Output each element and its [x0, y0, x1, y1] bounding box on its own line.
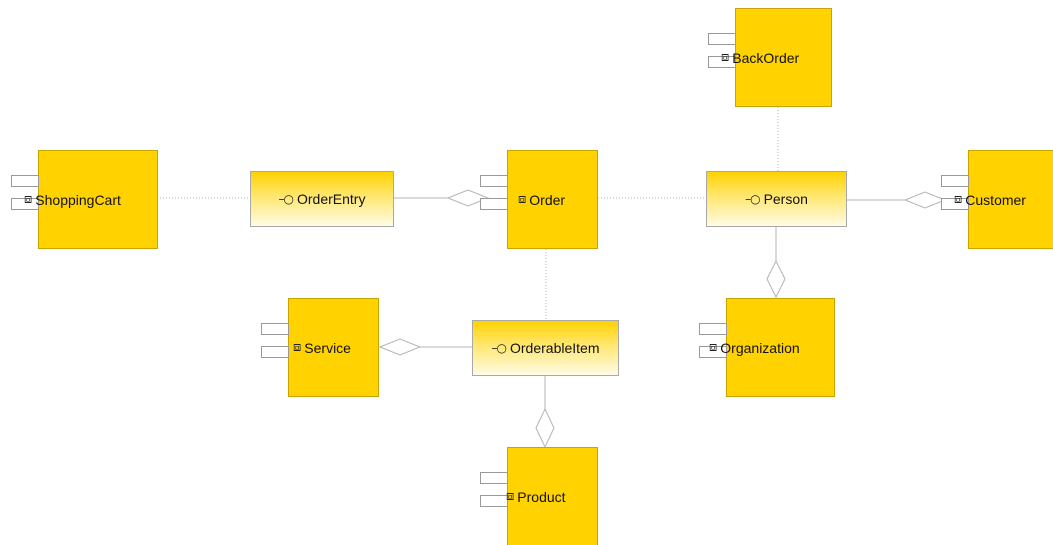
- component-tab: [480, 472, 508, 484]
- component-icon: ⧈: [721, 50, 730, 65]
- interface-person[interactable]: –○ Person: [706, 171, 847, 227]
- interface-orderableitem[interactable]: –○ OrderableItem: [472, 320, 619, 376]
- component-tab: [11, 198, 39, 210]
- component-tab: [11, 175, 39, 187]
- component-tab: [480, 198, 508, 210]
- aggregation-diamond: [766, 259, 786, 299]
- component-tab: [708, 33, 736, 45]
- component-name: Organization: [720, 339, 800, 356]
- component-tab: [708, 56, 736, 68]
- component-name: Customer: [965, 191, 1026, 208]
- component-product[interactable]: ⧈ Product: [480, 447, 598, 545]
- interface-lollipop-icon: –○: [278, 192, 295, 206]
- component-tab: [261, 346, 289, 358]
- component-customer[interactable]: ⧈ Customer: [941, 150, 1053, 249]
- component-icon: ⧈: [518, 192, 527, 207]
- aggregation-diamond: [535, 407, 555, 449]
- interface-lollipop-icon: –○: [491, 341, 508, 355]
- component-order[interactable]: ⧈ Order: [480, 150, 598, 249]
- component-tab: [941, 198, 969, 210]
- component-name: Order: [529, 191, 566, 208]
- component-backorder[interactable]: ⧈ BackOrder: [708, 8, 832, 107]
- component-name: Product: [517, 488, 566, 505]
- component-organization[interactable]: ⧈ Organization: [699, 298, 835, 397]
- aggregation-diamond: [378, 338, 422, 356]
- component-tab: [480, 495, 508, 507]
- component-service[interactable]: ⧈ Service: [261, 298, 379, 397]
- component-name: ShoppingCart: [35, 191, 121, 208]
- component-icon: ⧈: [709, 340, 718, 355]
- component-tab: [480, 175, 508, 187]
- interface-lollipop-icon: –○: [745, 192, 761, 206]
- component-tab: [699, 323, 727, 335]
- interface-name: OrderEntry: [297, 191, 366, 207]
- interface-name: OrderableItem: [510, 340, 600, 356]
- component-name: BackOrder: [732, 49, 800, 66]
- component-icon: ⧈: [506, 489, 515, 504]
- component-tab: [699, 346, 727, 358]
- component-icon: ⧈: [954, 192, 963, 207]
- component-icon: ⧈: [293, 340, 302, 355]
- component-tab: [261, 323, 289, 335]
- component-shoppingcart[interactable]: ⧈ ShoppingCart: [11, 150, 158, 249]
- component-icon: ⧈: [24, 192, 33, 207]
- aggregation-diamond: [903, 191, 947, 209]
- component-name: Service: [304, 339, 351, 356]
- interface-orderentry[interactable]: –○ OrderEntry: [250, 171, 394, 227]
- component-tab: [941, 175, 969, 187]
- interface-name: Person: [763, 191, 808, 207]
